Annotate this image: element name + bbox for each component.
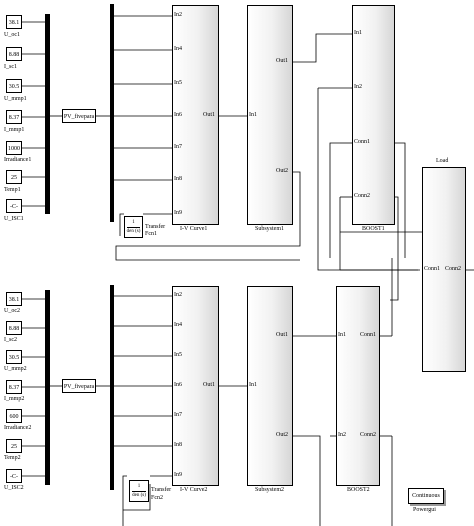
constant-label: I_mmp2 [4,396,25,402]
boost-converter-block[interactable] [352,5,395,225]
constant-block-u-oc2[interactable]: 38.1 [6,292,22,306]
mux-bar[interactable] [45,290,50,485]
tf-denominator: den (s) [126,229,141,234]
port-label: In8 [174,176,182,182]
block-label: I-V Curve2 [180,487,208,493]
iv-curve-subsystem[interactable] [172,5,219,225]
demux-bar[interactable] [110,4,114,222]
port-label: In1 [249,112,257,118]
port-label: Conn1 [360,332,377,338]
constant-block-u-mmp1[interactable]: 30.5 [6,79,22,93]
port-label: In4 [174,322,182,328]
port-label: In7 [174,412,182,418]
port-label: Conn1 [354,139,371,145]
constant-label: Irradiance2 [4,425,32,431]
block-label: BOOST2 [347,487,370,493]
load-block[interactable] [422,167,466,372]
constant-label: I_mmp1 [4,127,25,133]
block-label: Powergui [413,507,436,513]
port-label: In2 [174,292,182,298]
block-label: Fcn1 [145,231,157,237]
port-label: In8 [174,442,182,448]
port-label: In1 [338,332,346,338]
port-label: Conn2 [360,432,377,438]
pv-fivepara-block[interactable]: PV_fivepara [62,379,96,393]
port-label: In5 [174,352,182,358]
block-label: Fcn2 [151,495,163,501]
port-label: Conn2 [354,193,371,199]
constant-block-i-mmp1[interactable]: 8.37 [6,110,22,124]
tf-numerator: 1 [132,483,146,492]
block-label: Subsystem1 [255,226,285,232]
port-label: In9 [174,472,182,478]
constant-label: Irradiance1 [4,157,32,163]
port-label: In7 [174,144,182,150]
port-label: Out2 [276,432,288,438]
port-label: In1 [354,30,362,36]
port-label: Out2 [276,168,288,174]
port-label: Out1 [276,58,288,64]
port-label: In2 [174,12,182,18]
port-label: In6 [174,382,182,388]
block-label: Subsystem2 [255,487,285,493]
iv-curve-subsystem[interactable] [172,286,219,486]
transfer-fcn-block[interactable]: 1 den (s) [129,480,149,502]
constant-block-i-sc1[interactable]: 8.88 [6,47,22,61]
constant-label: U_ISC2 [4,485,24,491]
block-label: Load [436,158,449,164]
port-label: In2 [354,84,362,90]
port-label: In5 [174,80,182,86]
tf-numerator: 1 [127,219,140,228]
constant-label: I_sc1 [4,64,17,70]
transfer-fcn-block[interactable]: 1 den (s) [124,216,143,238]
constant-block-irradiance2[interactable]: 600 [6,409,22,423]
block-label: I-V Curve1 [180,226,208,232]
port-label: Out1 [276,332,288,338]
mux-bar[interactable] [45,14,50,214]
block-label: Transfer [151,487,172,493]
subsystem-block[interactable] [247,5,293,225]
pv-fivepara-block[interactable]: PV_fivepara [62,109,96,123]
powergui-block[interactable]: Continuous [408,488,444,504]
constant-block-i-sc2[interactable]: 8.88 [6,321,22,335]
port-label: In6 [174,112,182,118]
port-label: Out1 [203,382,215,388]
demux-bar[interactable] [110,285,114,490]
constant-block-u-isc2[interactable]: -C- [6,469,22,483]
block-label: Transfer [145,224,166,230]
constant-label: Temp1 [4,187,21,193]
constant-label: U_oc1 [4,32,20,38]
constant-block-temp2[interactable]: 25 [6,439,22,453]
subsystem-block[interactable] [247,286,293,486]
constant-block-u-oc1[interactable]: 38.1 [6,15,22,29]
constant-block-temp1[interactable]: 25 [6,170,22,184]
constant-label: U_oc2 [4,308,20,314]
constant-label: U_mmp2 [4,366,27,372]
constant-label: Temp2 [4,455,21,461]
port-label: In2 [338,432,346,438]
constant-block-i-mmp2[interactable]: 8.37 [6,380,22,394]
boost-converter-block[interactable] [336,286,380,486]
constant-label: U_ISC1 [4,216,24,222]
port-label: In1 [249,382,257,388]
block-label: BOOST1 [362,226,385,232]
constant-block-u-mmp2[interactable]: 30.5 [6,350,22,364]
constant-label: I_sc2 [4,337,17,343]
constant-block-u-isc1[interactable]: -C- [6,199,22,213]
constant-block-irradiance1[interactable]: 1000 [6,141,22,155]
tf-denominator: den (s) [132,493,146,498]
port-label: Conn1 [424,266,441,272]
port-label: In9 [174,210,182,216]
constant-label: U_mmp1 [4,96,27,102]
port-label: In4 [174,46,182,52]
port-label: Conn2 [445,266,462,272]
port-label: Out1 [203,112,215,118]
